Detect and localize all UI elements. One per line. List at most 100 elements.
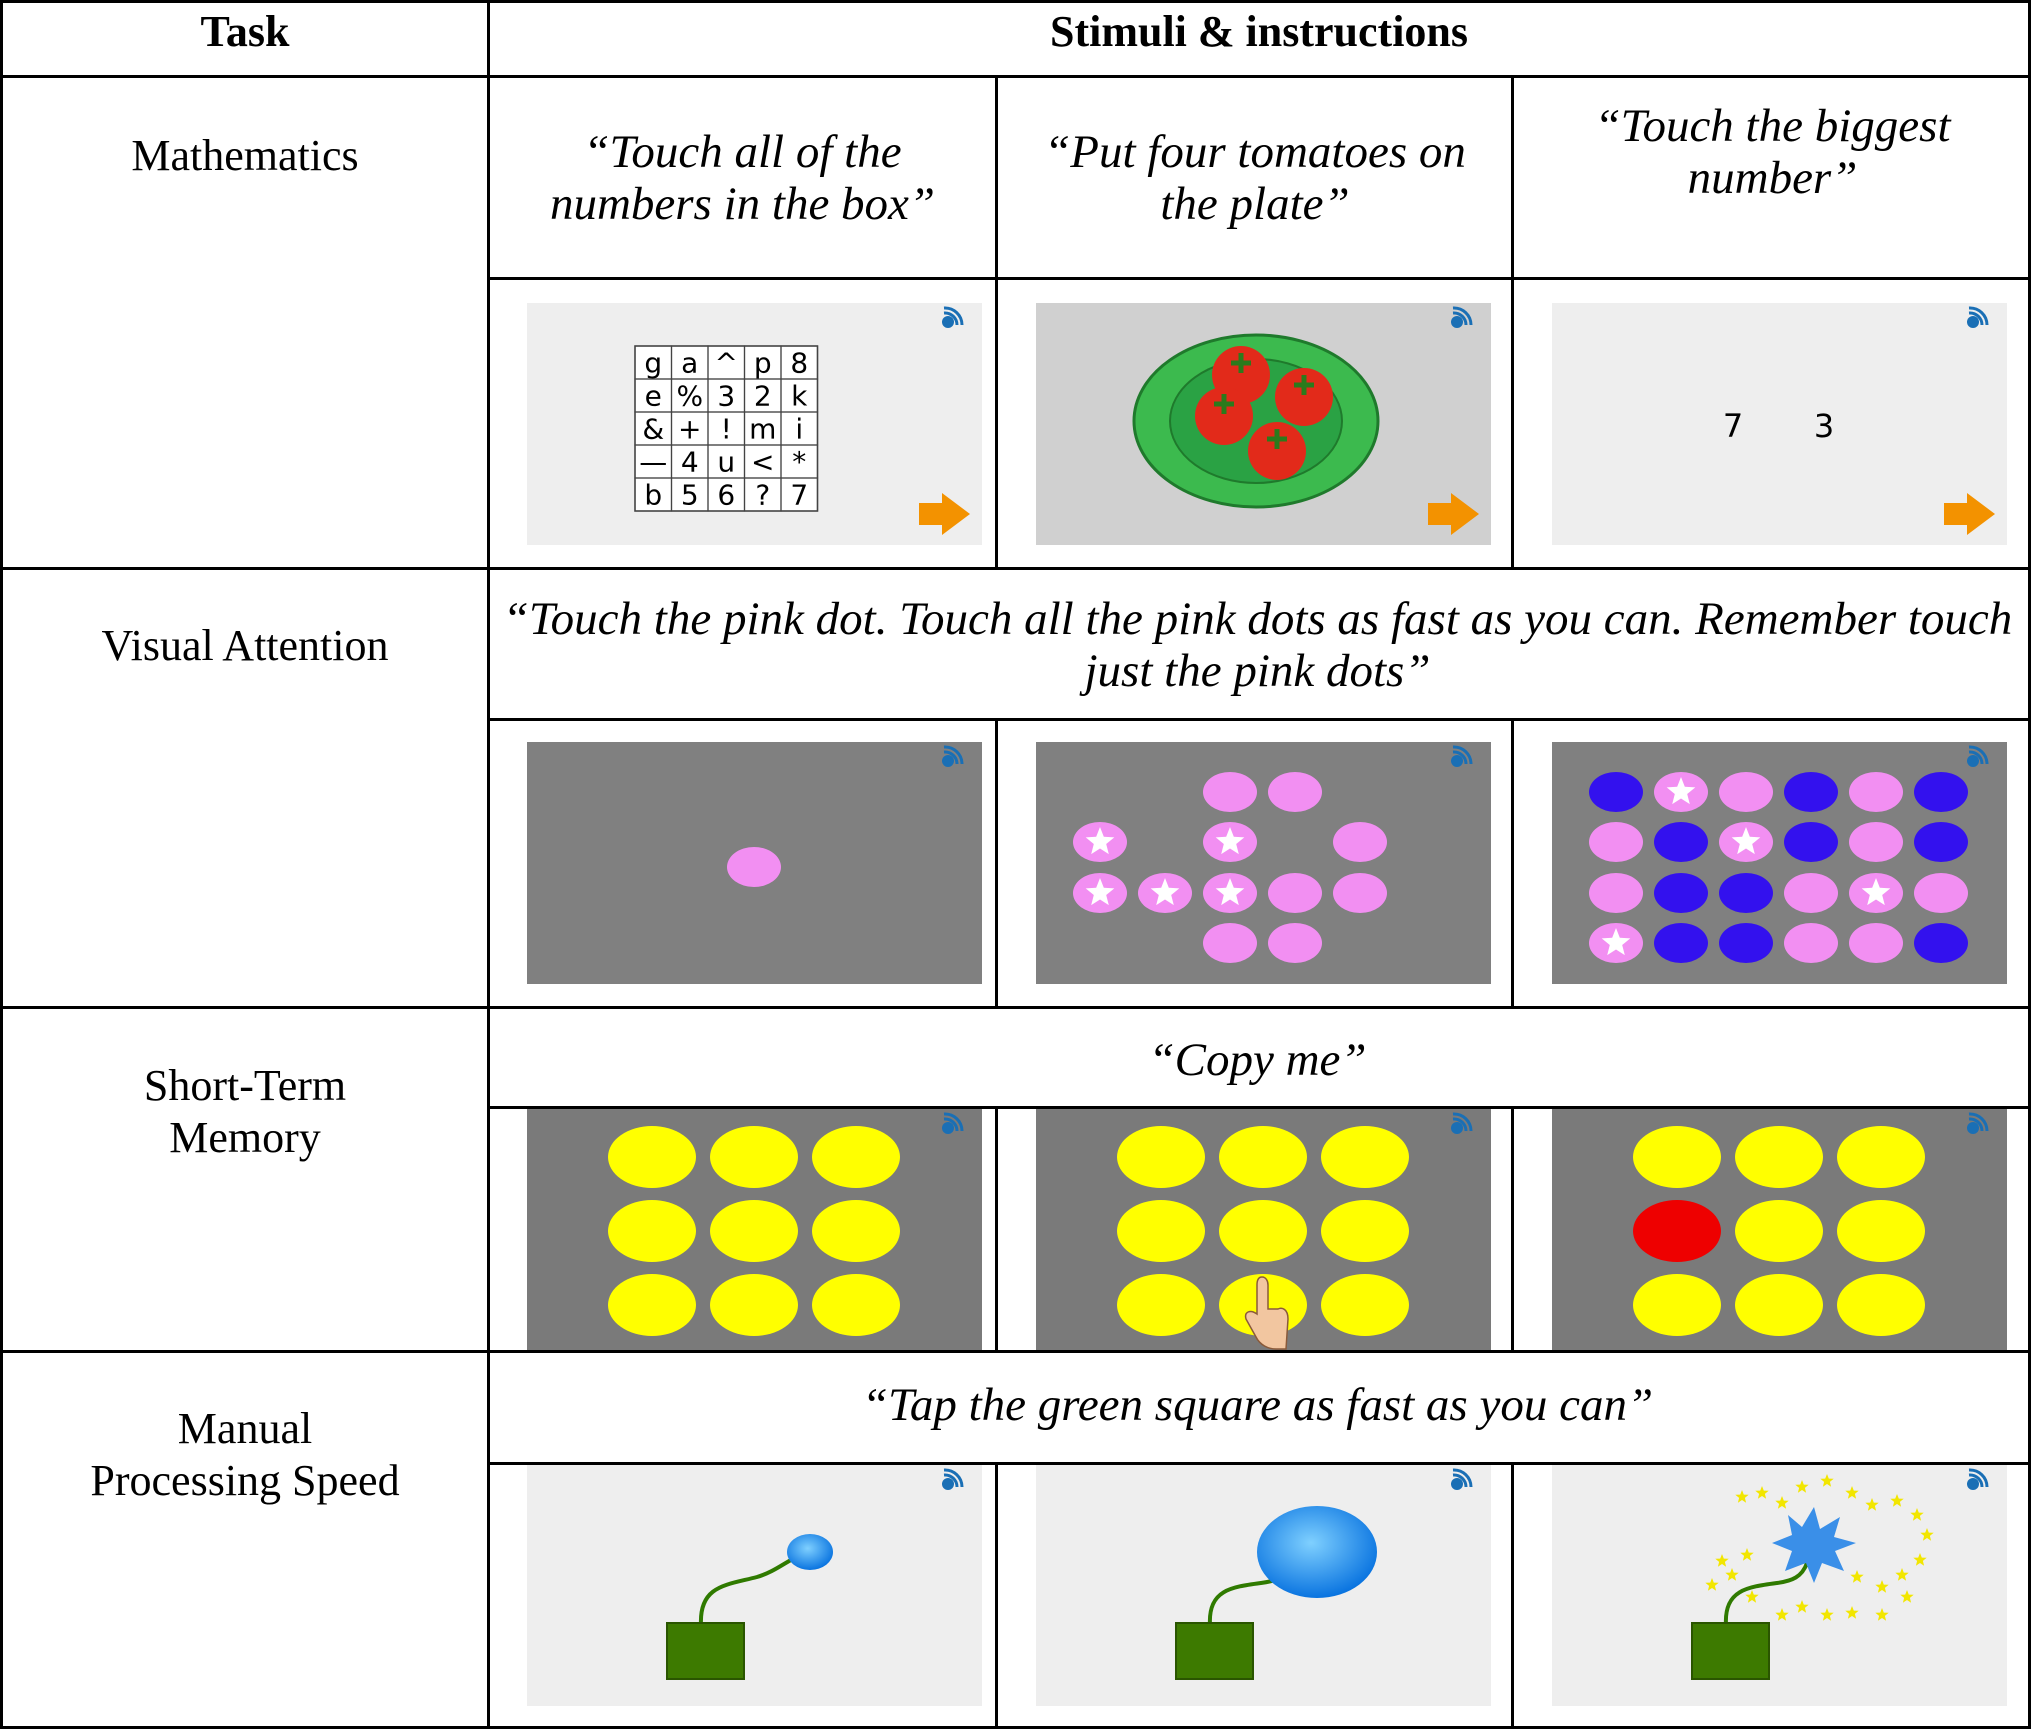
task-manual-processing-speed: Manual Processing Speed	[90, 1404, 400, 1505]
yellow-circle[interactable]	[1321, 1126, 1409, 1188]
yellow-circle[interactable]	[1633, 1126, 1721, 1188]
pink-dot[interactable]	[1268, 772, 1322, 812]
pink-dot[interactable]	[1333, 873, 1387, 913]
pink-dot[interactable]	[1203, 923, 1257, 963]
pink-dot[interactable]	[1784, 873, 1838, 913]
grid-cell-text: 8	[790, 347, 808, 380]
grid-cell-text: +	[678, 413, 701, 446]
yellow-circle[interactable]	[812, 1126, 900, 1188]
red-circle[interactable]	[1633, 1200, 1721, 1262]
yellow-circle[interactable]	[1117, 1274, 1205, 1336]
col-divider-1-stm	[995, 1106, 998, 1350]
star-particle	[1920, 1528, 1934, 1541]
col-divider-2-va	[1511, 718, 1514, 1006]
yellow-circle[interactable]	[1837, 1200, 1925, 1262]
yellow-circle[interactable]	[1219, 1126, 1307, 1188]
star-particle	[1913, 1553, 1927, 1566]
yellow-circle[interactable]	[1837, 1274, 1925, 1336]
grid-cell-text: !	[721, 413, 732, 446]
pink-dot[interactable]	[1784, 923, 1838, 963]
yellow-circle[interactable]	[608, 1274, 696, 1336]
pink-dot[interactable]	[1268, 923, 1322, 963]
pink-dot[interactable]	[1849, 772, 1903, 812]
instruction-math-2: “Put four tomatoes on the plate”	[1044, 126, 1466, 230]
yellow-circle[interactable]	[608, 1126, 696, 1188]
yellow-circle[interactable]	[1219, 1200, 1307, 1262]
yellow-circle[interactable]	[1735, 1200, 1823, 1262]
green-square[interactable]	[1175, 1622, 1254, 1680]
task-column-divider	[487, 0, 490, 1729]
tomato	[1275, 368, 1333, 426]
sound-icon	[1967, 745, 1989, 767]
pink-dot[interactable]	[1719, 772, 1773, 812]
grid-cell[interactable]	[780, 477, 819, 512]
sound-icon	[942, 1112, 964, 1134]
star-particle	[1850, 1570, 1864, 1583]
pink-dot[interactable]	[1849, 822, 1903, 862]
yellow-circle[interactable]	[812, 1274, 900, 1336]
math-instr-separator	[487, 277, 2031, 280]
blue-dot[interactable]	[1914, 772, 1968, 812]
star-particle	[1740, 1548, 1754, 1561]
blue-dot[interactable]	[1654, 873, 1708, 913]
grid-cell-text: %	[676, 380, 703, 413]
yellow-circle[interactable]	[1837, 1126, 1925, 1188]
star-particle	[1865, 1498, 1879, 1511]
star-icon	[1861, 878, 1891, 906]
star-icon	[1215, 827, 1245, 855]
yellow-circle[interactable]	[1117, 1200, 1205, 1262]
yellow-circle[interactable]	[1735, 1274, 1823, 1336]
blue-dot[interactable]	[1914, 822, 1968, 862]
blue-dot[interactable]	[1589, 772, 1643, 812]
stm-screen-grid-2	[1036, 1109, 1491, 1350]
yellow-circle[interactable]	[1321, 1200, 1409, 1262]
blue-dot[interactable]	[1784, 772, 1838, 812]
grid-cell-text: &	[642, 413, 664, 446]
grid-cell-text: *	[792, 446, 806, 479]
pink-dot[interactable]	[727, 847, 781, 887]
yellow-circle[interactable]	[710, 1274, 798, 1336]
number-right[interactable]: 3	[1814, 407, 1834, 445]
mps-screen-large-balloon	[1036, 1465, 1491, 1706]
blue-dot[interactable]	[1719, 923, 1773, 963]
grid-cell-text: g	[644, 347, 662, 380]
star-particle	[1715, 1554, 1729, 1567]
grid-cell-text: u	[717, 446, 735, 479]
va-instr-separator	[487, 718, 2031, 721]
instruction-manual-processing-speed: “Tap the green square as fast as you can…	[861, 1379, 1654, 1431]
yellow-circle[interactable]	[710, 1126, 798, 1188]
pink-dot[interactable]	[1268, 873, 1322, 913]
pink-dot[interactable]	[1589, 822, 1643, 862]
pink-dot[interactable]	[1849, 923, 1903, 963]
instruction-math-3: “Touch the biggest number”	[1594, 100, 1951, 204]
pink-dot[interactable]	[1203, 772, 1257, 812]
yellow-circle[interactable]	[1735, 1126, 1823, 1188]
yellow-circle[interactable]	[710, 1200, 798, 1262]
pink-dot[interactable]	[1914, 873, 1968, 913]
blue-dot[interactable]	[1654, 923, 1708, 963]
pink-dot[interactable]	[1333, 822, 1387, 862]
yellow-circle[interactable]	[1633, 1274, 1721, 1336]
balloon	[1257, 1506, 1377, 1598]
grid-cell-text: 2	[754, 380, 772, 413]
blue-dot[interactable]	[1784, 822, 1838, 862]
pink-dot[interactable]	[1589, 873, 1643, 913]
va-screen-pink-dots	[1036, 742, 1491, 984]
blue-dot[interactable]	[1914, 923, 1968, 963]
blue-dot[interactable]	[1654, 822, 1708, 862]
number-left[interactable]: 7	[1723, 407, 1743, 445]
col-divider-1-math	[995, 75, 998, 567]
stm-screen-grid-1	[527, 1109, 982, 1350]
yellow-circle[interactable]	[1117, 1126, 1205, 1188]
yellow-circle[interactable]	[812, 1200, 900, 1262]
green-square[interactable]	[1691, 1622, 1770, 1680]
yellow-circle[interactable]	[608, 1200, 696, 1262]
pointing-hand-icon	[1244, 1276, 1289, 1350]
grid-cell-text: p	[754, 347, 772, 380]
mps-instr-separator	[487, 1462, 2031, 1465]
green-square[interactable]	[666, 1622, 745, 1680]
col-divider-1-mps	[995, 1462, 998, 1726]
blue-dot[interactable]	[1719, 873, 1773, 913]
star-icon	[1150, 878, 1180, 906]
yellow-circle[interactable]	[1321, 1274, 1409, 1336]
